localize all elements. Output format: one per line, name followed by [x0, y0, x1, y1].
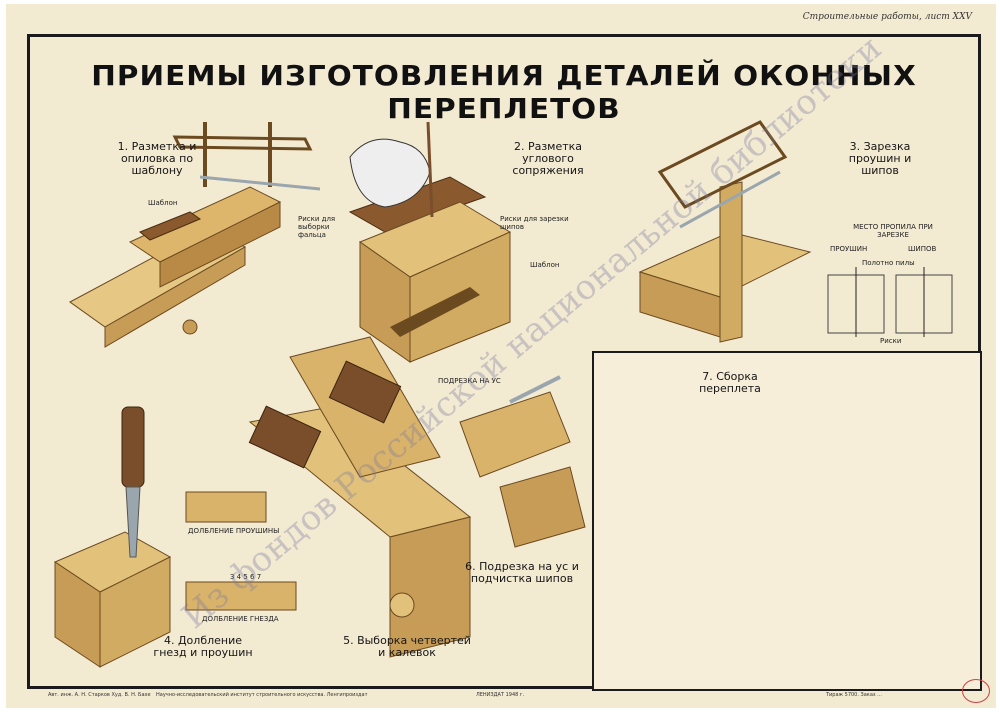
assembly-panel [592, 351, 982, 691]
label-mesto-propila: МЕСТО ПРОПИЛА ПРИ ЗАРЕЗКЕ [853, 223, 933, 239]
label-shablon-2: Шаблон [530, 261, 560, 269]
label-proushin: ПРОУШИН [830, 245, 868, 253]
poster-title: ПРИЕМЫ ИЗГОТОВЛЕНИЯ ДЕТАЛЕЙ ОКОННЫХ ПЕРЕ… [91, 59, 917, 125]
footer-city: ЛЕНИЗДАТ 1948 г. [476, 692, 525, 698]
footer-authors: Авт. инж. А. Н. Старков Худ. В. Н. Бахе [48, 692, 151, 698]
step4-illustration [53, 406, 297, 668]
series-label: Строительные работы, лист XXV [802, 12, 972, 22]
step6-illustration [459, 375, 586, 548]
poster-frame: ПРИЕМЫ ИЗГОТОВЛЕНИЯ ДЕТАЛЕЙ ОКОННЫХ ПЕРЕ… [27, 28, 990, 703]
label-polotno-pily: Полотно пилы [862, 259, 915, 267]
label-shipov: ШИПОВ [908, 245, 937, 253]
label-podrezka-na-us: ПОДРЕЗКА НА УС [438, 377, 501, 385]
label-riski-falca: Риски для выборки фальца [298, 215, 336, 239]
step5-illustration [248, 336, 472, 658]
step1-caption: 1. Разметка и опиловка по шаблону [117, 140, 197, 177]
step3-caption: 3. Зарезка проушин и шипов [848, 140, 912, 177]
library-stamp [962, 679, 990, 703]
label-riski: Риски [880, 337, 902, 345]
step2-illustration [348, 121, 512, 363]
label-riski-zarezki: Риски для зарезки шипов [500, 215, 569, 231]
label-dolblenie-proushiny: ДОЛБЛЕНИЕ ПРОУШИНЫ [188, 527, 280, 535]
label-dolblenie-gnezda: ДОЛБЛЕНИЕ ГНЕЗДА [202, 615, 279, 623]
step1-illustration [69, 122, 321, 348]
step4-caption: 4. Долбление гнезд и проушин [153, 634, 253, 659]
poster: Строительные работы, лист XXV ПРИЕМЫ ИЗГ… [6, 4, 996, 708]
step7-caption: 7. Сборка переплета [699, 370, 761, 395]
footer-print: Тираж 5700. Заказ ... [826, 692, 882, 698]
step2-caption: 2. Разметка углового сопряжения [512, 140, 584, 177]
step3-illustration [638, 120, 953, 343]
label-numbers: 3 4 5 6 7 [230, 573, 262, 581]
footer-publisher: Научно-исследовательский институт строит… [156, 692, 368, 698]
step5-caption: 5. Выборка четвертей и калевок [343, 634, 471, 659]
label-shablon-1: Шаблон [148, 199, 178, 207]
step6-caption: 6. Подрезка на ус и подчистка шипов [465, 560, 579, 585]
